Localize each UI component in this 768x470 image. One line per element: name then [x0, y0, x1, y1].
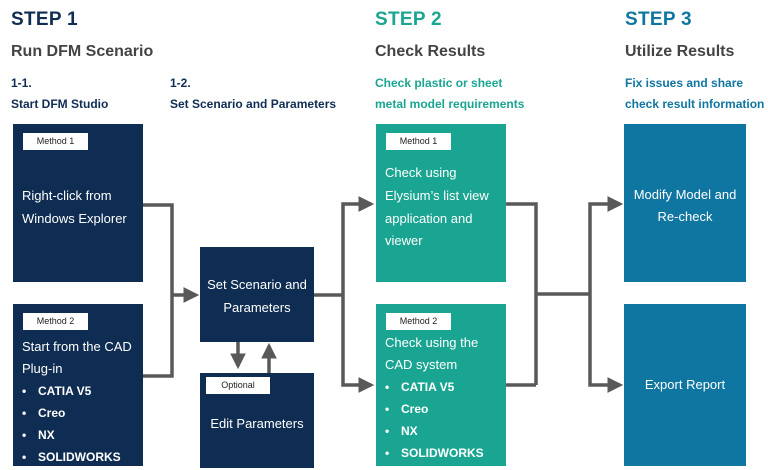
step1-sub1-number: 1-1. [11, 76, 32, 90]
step2-method1-tag: Method 1 [386, 133, 451, 150]
arrow-to-modify [588, 196, 624, 294]
edit-parameters-box: Optional Edit Parameters [200, 373, 314, 468]
method2-tag: Method 2 [23, 313, 88, 330]
step3-desc-line1: Fix issues and share [625, 76, 744, 90]
list-item: •CATIA V5 [385, 380, 455, 394]
step2-method2-box: Method 2 Check using the CAD system •CAT… [376, 304, 506, 466]
step3-subtitle: Utilize Results [625, 43, 735, 60]
modify-model-line2: Re-check [657, 209, 713, 224]
step1-sub2-label: Set Scenario and Parameters [170, 97, 337, 111]
step3-title: STEP 3 [625, 9, 692, 30]
step1-sub2-number: 1-2. [170, 76, 191, 90]
method2-line1: Start from the CAD [22, 339, 132, 354]
step1-method2-box: Method 2 Start from the CAD Plug-in •CAT… [13, 304, 143, 466]
step2-cad-list: •CATIA V5 •Creo •NX •SOLIDWORKS [385, 376, 484, 464]
export-report-box: Export Report [624, 304, 746, 466]
optional-tag: Optional [206, 377, 270, 394]
list-item: •SOLIDWORKS [22, 450, 121, 464]
step2-method1-line4: viewer [385, 233, 423, 248]
step2-method1-line3: application and [385, 211, 473, 226]
export-report-label: Export Report [644, 377, 726, 392]
arrow-method2-to-set [143, 295, 174, 378]
arrow-step2-merge [506, 202, 538, 387]
modify-model-box: Modify Model and Re-check [624, 124, 746, 282]
list-item: •NX [22, 428, 55, 442]
step1-title: STEP 1 [11, 9, 78, 30]
step2-title: STEP 2 [375, 9, 442, 30]
step1-subtitle: Run DFM Scenario [11, 43, 154, 60]
step1-cad-list: •CATIA V5 •Creo •NX •SOLIDWORKS [22, 380, 121, 468]
step2-method2-line1: Check using the [385, 335, 479, 350]
method2-line2: Plug-in [22, 361, 63, 376]
list-item: •NX [385, 424, 418, 438]
set-scenario-line2: Parameters [223, 300, 291, 315]
arrow-to-step2-method2 [341, 295, 375, 393]
list-item: •SOLIDWORKS [385, 446, 484, 460]
step1-sub1-label: Start DFM Studio [11, 97, 109, 111]
step2-method1-line2: Elysium’s list view [385, 188, 489, 203]
modify-model-line1: Modify Model and [633, 187, 737, 202]
step2-desc-line1: Check plastic or sheet [375, 76, 503, 90]
method1-line2: Windows Explorer [22, 211, 127, 226]
list-item: •Creo [385, 402, 429, 416]
step2-method1-line1: Check using [385, 165, 457, 180]
method1-tag: Method 1 [23, 133, 88, 150]
step2-method1-box: Method 1 Check using Elysium’s list view… [376, 124, 506, 282]
method1-line1: Right-click from [22, 188, 112, 203]
edit-parameters-label: Edit Parameters [210, 416, 304, 431]
step1-method1-box: Method 1 Right-click from Windows Explor… [13, 124, 143, 282]
arrow-to-step2-method1 [341, 196, 375, 295]
set-scenario-line1: Set Scenario and [207, 277, 307, 292]
step2-subtitle: Check Results [375, 43, 486, 60]
step2-desc-line2: metal model requirements [375, 97, 525, 111]
arrow-to-export [588, 294, 624, 393]
arrow-method1-to-set [143, 203, 174, 295]
step2-method2-line2: CAD system [385, 357, 458, 372]
list-item: •CATIA V5 [22, 384, 92, 398]
set-scenario-box: Set Scenario and Parameters [200, 247, 314, 342]
step3-desc-line2: check result information [625, 97, 765, 111]
step2-method2-tag: Method 2 [386, 313, 451, 330]
list-item: •Creo [22, 406, 66, 420]
